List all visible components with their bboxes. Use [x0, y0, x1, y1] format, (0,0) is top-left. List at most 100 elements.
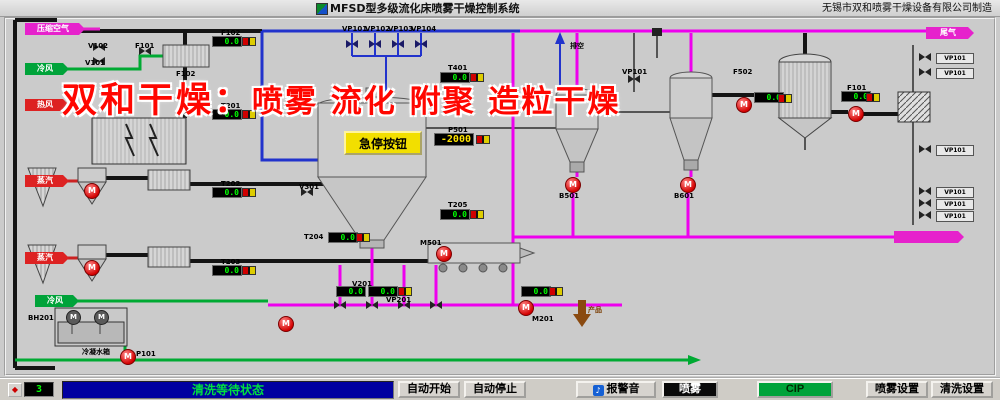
valve-tag: VP101: [936, 187, 974, 198]
pump-motor-icon[interactable]: M: [565, 177, 581, 193]
valve-icon[interactable]: [919, 53, 931, 61]
cyclone-bin-2: [669, 71, 713, 171]
equipment-label: V102: [88, 42, 109, 50]
pump-motor-icon[interactable]: M: [736, 97, 752, 113]
valve-icon[interactable]: [139, 47, 151, 55]
line-tag-compressed-air: 压缩空气: [25, 23, 85, 35]
value-display: 0.0: [368, 286, 398, 297]
equipment-label: P101: [136, 350, 156, 358]
valve-icon[interactable]: [919, 211, 931, 219]
control-bar: ◆ 3 清洗等待状态 自动开始 自动停止 ♪报警音 喷雾 CIP 喷雾设置 清洗…: [0, 377, 1000, 400]
pump-motor-icon[interactable]: M: [518, 300, 534, 316]
status-indicator-icon: [242, 110, 256, 119]
valve-tag: VP101: [936, 199, 974, 210]
pipe-destination-tag: [894, 231, 964, 243]
valve-icon[interactable]: [392, 40, 404, 48]
pump-motor-icon[interactable]: M: [436, 246, 452, 262]
diagram-frame: [4, 17, 996, 376]
pump-motor-icon[interactable]: M: [84, 183, 100, 199]
valve-icon[interactable]: [430, 301, 442, 309]
valve-icon[interactable]: [93, 43, 105, 51]
pump-motor-icon[interactable]: M: [120, 349, 136, 365]
spray-button[interactable]: 喷雾: [662, 381, 718, 398]
equipment-label: F101: [847, 84, 867, 92]
status-indicator-icon: [356, 233, 370, 242]
valve-icon[interactable]: [919, 145, 931, 153]
valve-icon[interactable]: [415, 40, 427, 48]
emergency-stop-button[interactable]: 急停按钮: [344, 131, 422, 155]
bag-filter-unit: [91, 117, 187, 165]
equipment-label: B601: [674, 192, 694, 200]
agitator-motor-icon[interactable]: M: [94, 310, 109, 325]
auto-start-button[interactable]: 自动开始: [398, 381, 460, 398]
product-label: 产品: [588, 306, 602, 314]
feed-cone-1: [27, 167, 57, 208]
equipment-label: F102: [176, 70, 196, 78]
status-indicator-icon: [549, 287, 563, 296]
valve-icon[interactable]: [93, 57, 105, 65]
status-indicator-icon: [242, 188, 256, 197]
equipment-label: V201: [352, 280, 373, 288]
valve-icon[interactable]: [919, 199, 931, 207]
fluid-bed: [427, 242, 536, 273]
valve-icon[interactable]: [398, 301, 410, 309]
pump-motor-icon[interactable]: M: [278, 316, 294, 332]
pump-motor-icon[interactable]: M: [680, 177, 696, 193]
page-title: MFSD型多级流化床喷雾干燥控制系统: [330, 2, 520, 15]
auto-stop-button[interactable]: 自动停止: [464, 381, 526, 398]
watermark-prefix: 双和干燥：: [62, 81, 253, 121]
line-tag-steam-2: 蒸汽: [25, 252, 69, 264]
cip-button[interactable]: CIP: [757, 381, 833, 398]
valve-tag: VP101: [936, 53, 974, 64]
valve-icon[interactable]: [919, 187, 931, 195]
equipment-label: VP104: [411, 25, 437, 33]
valve-tag: VP101: [936, 145, 974, 156]
equipment-label: V301: [299, 183, 320, 191]
status-indicator-icon: [242, 37, 256, 46]
relief-valve: [652, 28, 662, 36]
status-indicator-icon: [778, 94, 792, 103]
valve-icon[interactable]: [369, 40, 381, 48]
equipment-label: 排空: [570, 42, 584, 50]
clean-settings-button[interactable]: 清洗设置: [931, 381, 993, 398]
value-display: 0.0: [336, 286, 366, 297]
status-indicator-icon: [470, 73, 484, 82]
equipment-label: F102: [221, 29, 241, 37]
valve-icon[interactable]: [628, 75, 640, 83]
equipment-label: T205: [448, 201, 468, 209]
status-message: 清洗等待状态: [62, 381, 394, 399]
equipment-label: T201: [221, 102, 241, 110]
equipment-label: P501: [448, 126, 468, 134]
valve-icon[interactable]: [366, 301, 378, 309]
status-indicator-icon: [470, 210, 484, 219]
value-display: 0.0: [212, 265, 242, 276]
valve-icon[interactable]: [919, 68, 931, 76]
spray-settings-button[interactable]: 喷雾设置: [866, 381, 928, 398]
status-indicator-icon: [866, 93, 880, 102]
pump-motor-icon[interactable]: M: [84, 260, 100, 276]
equipment-label: F502: [733, 68, 753, 76]
valve-icon[interactable]: [346, 40, 358, 48]
line-tag-steam-1: 蒸汽: [25, 175, 69, 187]
watermark-body: 喷雾 流化 附聚 造粒干燥: [252, 84, 621, 120]
valve-icon[interactable]: [301, 188, 313, 196]
line-tag-hot-air: 热风: [25, 99, 69, 111]
title-bar: MFSD型多级流化床喷雾干燥控制系统 无锡市双和喷雾干燥设备有限公司制造: [0, 0, 1000, 17]
equipment-label: T202: [221, 180, 241, 188]
equipment-label: 冷凝水箱: [82, 348, 110, 356]
condenser-column: [777, 53, 833, 139]
alarm-sound-button[interactable]: ♪报警音: [576, 381, 656, 398]
status-indicator-icon: [398, 287, 412, 296]
equipment-label: VP201: [386, 296, 412, 304]
agitator-motor-icon[interactable]: M: [66, 310, 81, 325]
pipe-network-black: [13, 18, 898, 370]
alarm-sound-label: 报警音: [606, 383, 640, 395]
equipment-label: M501: [420, 239, 442, 247]
pump-motor-icon[interactable]: M: [848, 106, 864, 122]
valve-icon[interactable]: [334, 301, 346, 309]
pipe-network-blue: [260, 29, 561, 162]
equipment-label: M201: [532, 315, 554, 323]
equipment-label: B501: [559, 192, 579, 200]
heater-f102: [162, 44, 210, 68]
